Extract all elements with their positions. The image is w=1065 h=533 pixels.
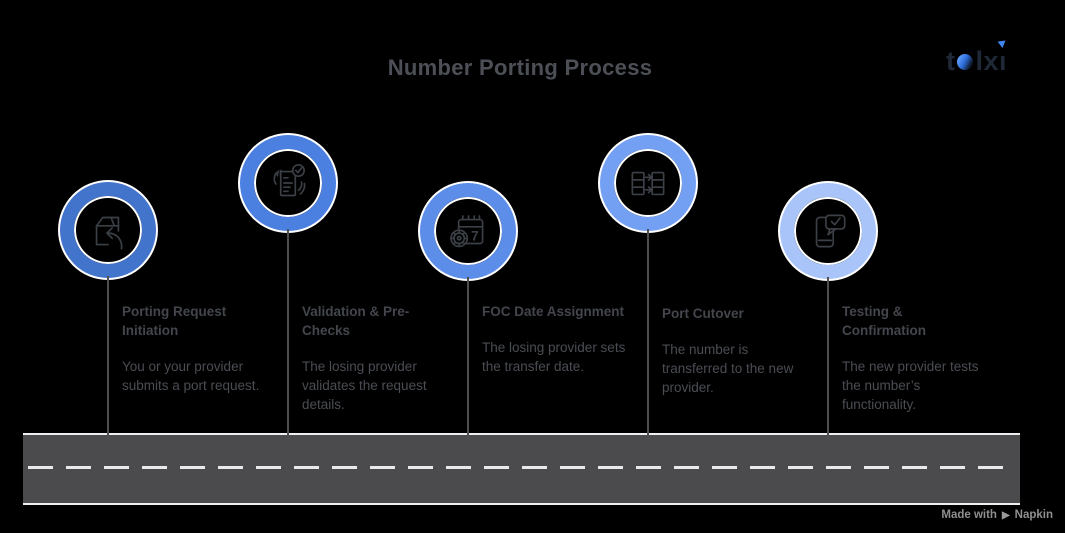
svg-text:7: 7 [471, 228, 479, 243]
step-title: Porting Request Initiation [122, 304, 227, 338]
step-circle-4 [600, 135, 696, 231]
step-description: You or your provider submits a port requ… [122, 358, 260, 393]
crescent-moon-icon [957, 53, 974, 70]
step-description: The new provider tests the number’s func… [842, 358, 979, 412]
calendar-gear-icon: 7 [450, 215, 484, 248]
made-with-napkin: Made with ▶ Napkin [941, 509, 1053, 521]
step-circle-5 [780, 183, 876, 279]
step-description: The losing provider sets the transfer da… [482, 339, 626, 374]
step-description: The losing provider validates the reques… [302, 358, 427, 412]
connector-line [467, 277, 469, 439]
step-description: The number is transferred to the new pro… [662, 341, 794, 395]
step-title: Validation & Pre-Checks [302, 304, 410, 338]
page-title: Number Porting Process [387, 55, 653, 80]
logo-letters-lx: lx [975, 46, 999, 76]
step-circle-2 [240, 135, 336, 231]
napkin-brand-label: Napkin [1014, 509, 1053, 521]
step-1: Porting Request Initiation You or your p… [122, 303, 270, 396]
road-graphic [23, 433, 1020, 505]
napkin-play-icon: ▶ [1001, 509, 1010, 521]
phone-check-icon [815, 214, 846, 248]
step-circle-3: 7 [420, 183, 516, 279]
triangle-accent-icon [997, 40, 1007, 49]
document-check-icon [273, 163, 306, 197]
connector-line [107, 276, 109, 439]
road-center-dashes [28, 466, 1015, 469]
logo-letter-i: ı [997, 40, 1007, 75]
logo-letter-t: t [945, 46, 956, 76]
step-4: Port Cutover The number is transferred t… [662, 305, 810, 398]
step-circle-1 [60, 182, 156, 278]
package-return-icon [95, 216, 123, 250]
step-title: Testing & Confirmation [842, 304, 926, 338]
step-title: Port Cutover [662, 306, 744, 321]
step-2: Validation & Pre-Checks The losing provi… [302, 303, 450, 414]
server-transfer-icon [631, 171, 665, 196]
made-with-label: Made with [941, 509, 997, 521]
telxi-logo: t lx ı [945, 40, 1007, 76]
step-3: FOC Date Assignment The losing provider … [482, 303, 630, 377]
connector-line [647, 229, 649, 439]
step-title: FOC Date Assignment [482, 304, 625, 319]
connector-line [287, 229, 289, 439]
step-5: Testing & Confirmation The new provider … [842, 303, 990, 414]
connector-line [827, 277, 829, 439]
